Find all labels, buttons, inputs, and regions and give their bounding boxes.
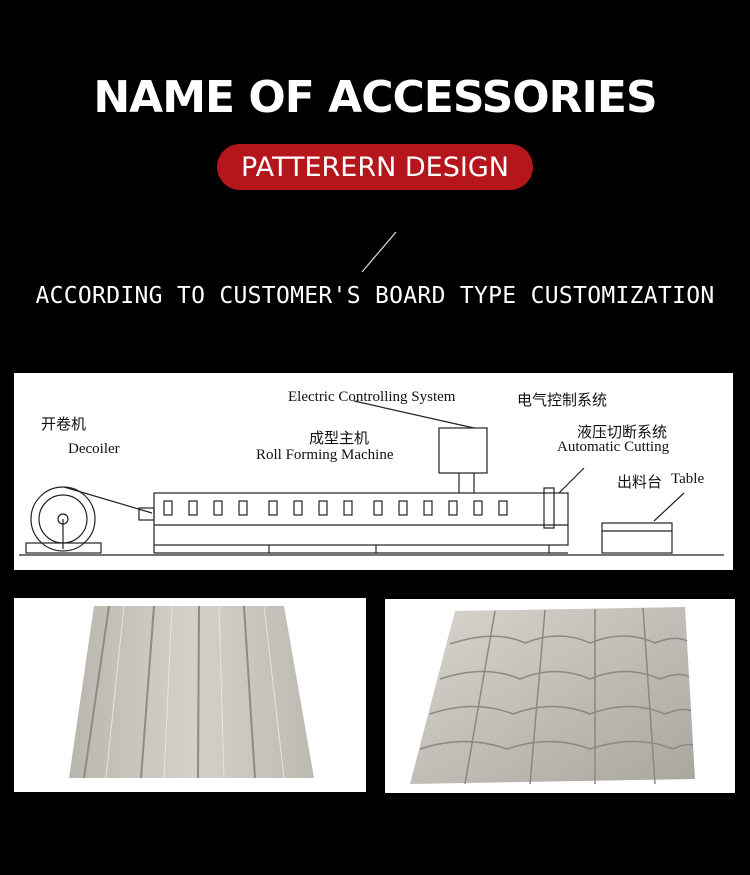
decoiler-label-en: Decoiler <box>68 441 120 457</box>
page-title: NAME OF ACCESSORIES <box>93 72 657 123</box>
trapezoidal-sheet-photo <box>14 598 366 792</box>
table-label-cn: 出料台 <box>617 475 663 491</box>
decoiler-label-cn: 开卷机 <box>41 417 87 433</box>
glazed-tile-sheet-photo <box>385 599 735 793</box>
production-line-diagram: 开卷机 Decoiler 成型主机 Roll Forming Machine E… <box>14 373 733 570</box>
page-subtitle: ACCORDING TO CUSTOMER'S BOARD TYPE CUSTO… <box>35 283 715 309</box>
roll-forming-label-cn: 成型主机 <box>309 431 370 447</box>
electric-label-en: Electric Controlling System <box>288 389 456 405</box>
table-label-en: Table <box>671 471 705 487</box>
cutting-label-cn: 液压切断系统 <box>577 425 668 441</box>
design-badge: PATTERERN DESIGN <box>217 144 533 190</box>
divider-slash <box>361 231 397 273</box>
design-badge-label: PATTERERN DESIGN <box>241 151 509 183</box>
glazed-tile-sheet-image <box>410 607 695 785</box>
trapezoidal-sheet-image <box>69 605 314 779</box>
roll-forming-label-en: Roll Forming Machine <box>256 447 394 463</box>
production-line-drawing <box>19 400 724 556</box>
electric-label-cn: 电气控制系统 <box>517 393 608 409</box>
cutting-label-en: Automatic Cutting <box>557 439 670 455</box>
